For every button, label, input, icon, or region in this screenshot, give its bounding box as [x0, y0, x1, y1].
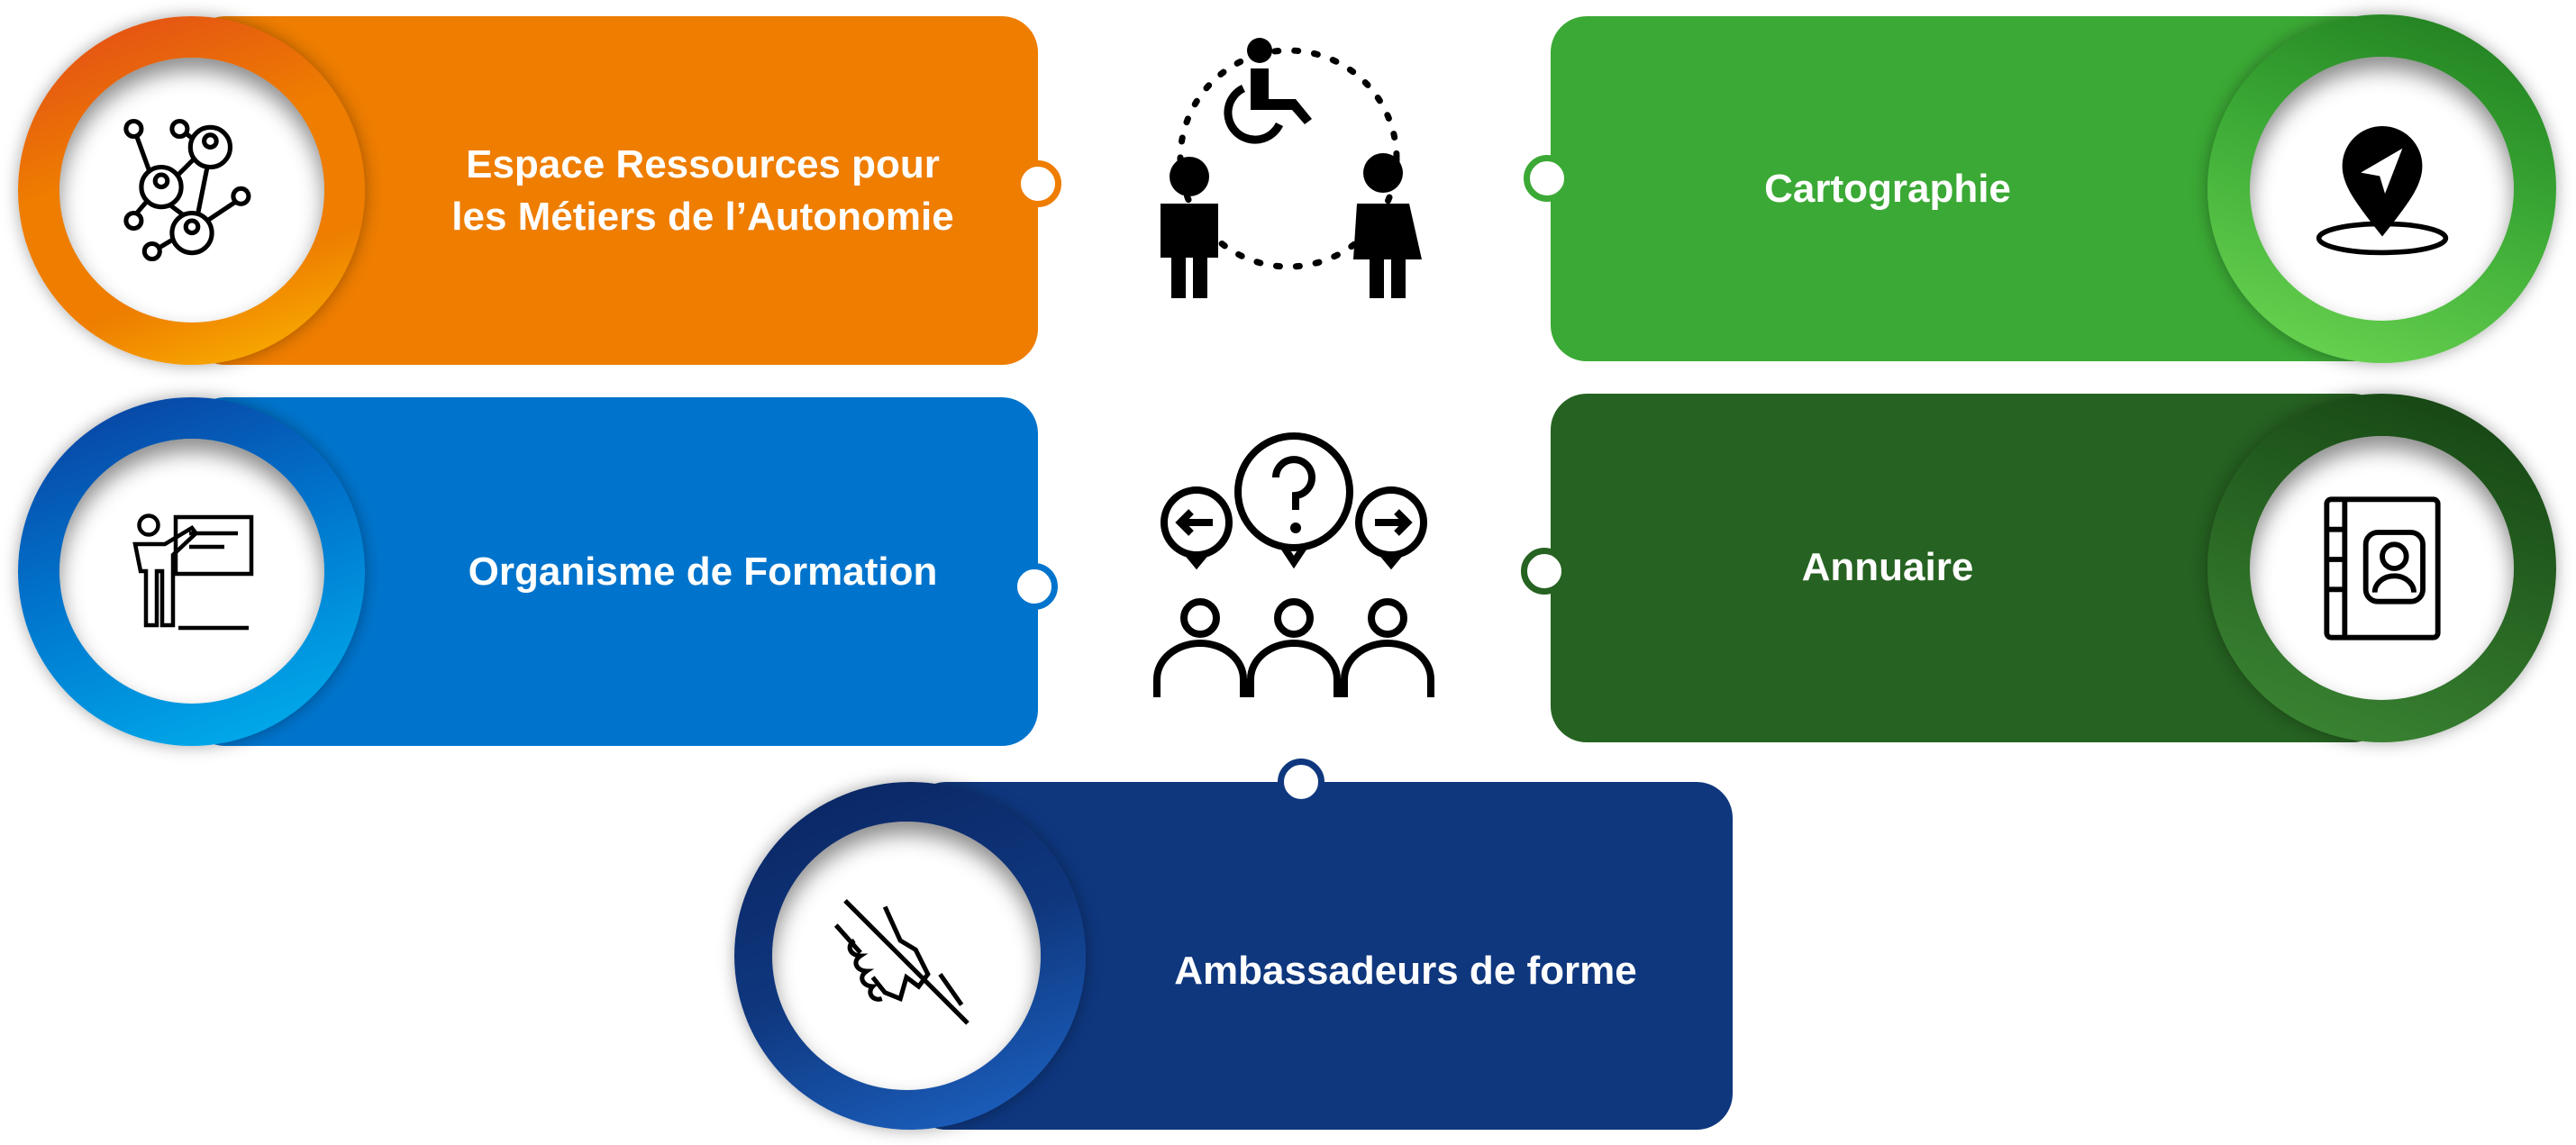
teacher-board-icon: [59, 439, 324, 704]
connector-dot-blue: [1011, 563, 1058, 610]
label-line-2: les Métiers de l’Autonomie: [451, 195, 954, 239]
label-espace-ressources: Espace Ressources pour les Métiers de l’…: [378, 135, 1027, 247]
helping-hands-icon: [772, 822, 1041, 1090]
map-pin-navigation-icon: [2250, 57, 2514, 321]
label-ambassadeurs: Ambassadeurs de forme: [1174, 949, 1637, 993]
connector-dot-orange: [1015, 160, 1061, 207]
group-discussion-icon: [1153, 432, 1434, 697]
disability-inclusion-icon: [1161, 38, 1422, 298]
label-organisme-formation: Organisme de Formation: [468, 550, 938, 594]
label-cartographie: Cartographie: [1764, 167, 2011, 211]
network-people-icon: [59, 58, 324, 323]
label-line-1: Espace Ressources pour: [466, 142, 940, 186]
label-annuaire: Annuaire: [1801, 545, 1974, 589]
connector-dot-navy: [1278, 759, 1324, 805]
connector-dot-darkgreen: [1521, 548, 1568, 595]
contact-book-icon: [2250, 436, 2514, 700]
connector-dot-green: [1524, 155, 1570, 202]
